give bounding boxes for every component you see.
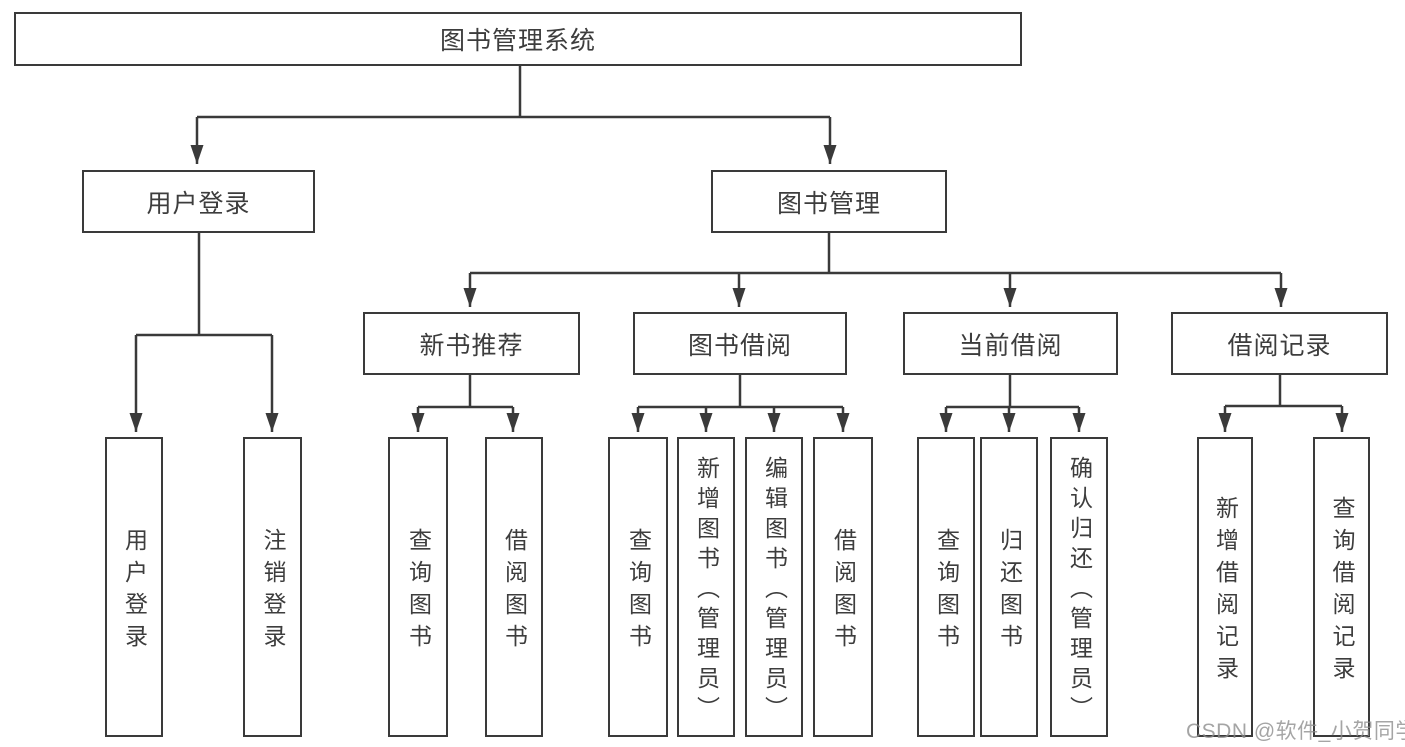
node-root-system: 图书管理系统	[14, 12, 1022, 66]
node-current-query-book: 查询图书	[917, 437, 975, 737]
node-borrow-query-book: 查询图书	[608, 437, 668, 737]
node-return-book-label: 归还图书	[996, 527, 1023, 656]
node-borrow-records: 借阅记录	[1171, 312, 1388, 375]
node-root-system-label: 图书管理系统	[439, 27, 596, 55]
node-new-book-recommend-label: 新书推荐	[419, 331, 524, 360]
node-query-borrow-record-label: 查询借阅记录	[1329, 495, 1355, 688]
node-recommend-query-book: 查询图书	[388, 437, 448, 737]
node-login: 用户登录	[105, 437, 163, 737]
node-logout-label: 注销登录	[260, 527, 286, 656]
node-confirm-return-admin: 确认归还（管理员）	[1050, 437, 1108, 737]
node-borrow-query-book-label: 查询图书	[625, 527, 652, 656]
node-book-management: 图书管理	[711, 170, 947, 233]
node-user-login-label: 用户登录	[146, 189, 251, 218]
node-recommend-query-book-label: 查询图书	[405, 527, 432, 656]
node-add-book-admin-label: 新增图书（管理员）	[693, 455, 720, 726]
node-current-borrow: 当前借阅	[903, 312, 1118, 375]
node-recommend-borrow-book-label: 借阅图书	[501, 527, 528, 656]
node-add-borrow-record: 新增借阅记录	[1197, 437, 1253, 737]
node-book-borrow: 图书借阅	[633, 312, 847, 375]
node-new-book-recommend: 新书推荐	[363, 312, 580, 375]
node-add-book-admin: 新增图书（管理员）	[677, 437, 735, 737]
node-query-borrow-record: 查询借阅记录	[1313, 437, 1370, 737]
watermark: CSDN @软件_小贺同学	[1186, 720, 1405, 743]
node-logout: 注销登录	[243, 437, 302, 737]
node-book-management-label: 图书管理	[776, 189, 881, 218]
node-book-borrow-label: 图书借阅	[687, 331, 792, 360]
node-edit-book-admin: 编辑图书（管理员）	[745, 437, 803, 737]
node-user-login: 用户登录	[82, 170, 315, 233]
node-add-borrow-record-label: 新增借阅记录	[1212, 495, 1239, 688]
node-borrow-borrow-book-label: 借阅图书	[830, 527, 857, 656]
node-recommend-borrow-book: 借阅图书	[485, 437, 543, 737]
node-current-borrow-label: 当前借阅	[958, 331, 1063, 360]
node-borrow-borrow-book: 借阅图书	[813, 437, 873, 737]
node-return-book: 归还图书	[980, 437, 1038, 737]
node-borrow-records-label: 借阅记录	[1227, 331, 1332, 360]
node-confirm-return-admin-label: 确认归还（管理员）	[1066, 455, 1093, 726]
tree-rails	[136, 66, 1342, 409]
node-edit-book-admin-label: 编辑图书（管理员）	[761, 455, 788, 726]
node-login-label: 用户登录	[121, 527, 148, 656]
node-current-query-book-label: 查询图书	[933, 527, 960, 656]
